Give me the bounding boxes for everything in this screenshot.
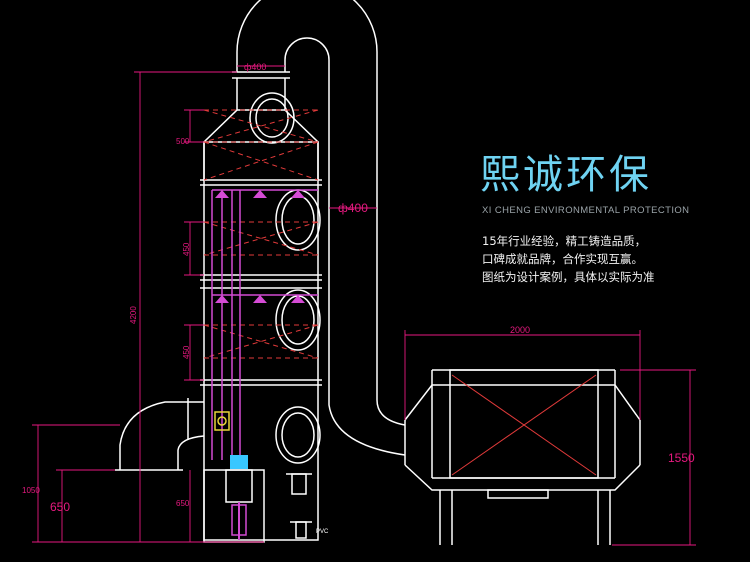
description-line-2: 口碑成就品牌，合作实现互赢。: [482, 252, 643, 266]
dim-duct-side-diameter: ф400: [338, 201, 368, 215]
description-line-3: 图纸为设计案例，具体以实际为准: [482, 270, 655, 284]
dim-duct-top-diameter: ф400: [244, 62, 266, 72]
dim-inlet-height: 650: [50, 500, 70, 514]
inspection-port-lower: [275, 406, 321, 464]
dim-base-height: 1050: [22, 486, 40, 495]
drain-fittings: [286, 473, 312, 539]
inspection-port-upper: [275, 189, 321, 251]
dim-section-mid1: 450: [182, 242, 191, 256]
inspection-ports: [249, 92, 321, 464]
packing-layers: [203, 109, 319, 359]
circulation-pump: [214, 411, 253, 540]
dim-total-height: 4200: [129, 306, 138, 324]
scrubber-tower: [200, 78, 322, 543]
spray-system: [211, 189, 318, 460]
dim-box-height: 1550: [668, 451, 695, 465]
inspection-port-top: [249, 92, 295, 144]
dimension-lines: [32, 65, 696, 546]
brand-title: 熙诚环保: [480, 152, 652, 198]
filter-housing: [404, 369, 641, 545]
description-line-1: 15年行业经验，精工铸造品质，: [482, 234, 647, 248]
dim-section-top: 500: [176, 137, 190, 146]
filter-housing-x: [451, 374, 597, 476]
dim-box-width: 2000: [510, 325, 530, 335]
brand-description: 15年行业经验，精工铸造品质， 口碑成就品牌，合作实现互赢。 图纸为设计案例，具…: [482, 232, 722, 286]
spray-nozzles: [215, 190, 305, 303]
brand-subtitle: XI CHENG ENVIRONMENTAL PROTECTION: [482, 205, 690, 216]
pipe-label: PVC: [316, 529, 329, 535]
dim-section-mid2: 450: [182, 345, 191, 359]
inlet-duct: [115, 398, 205, 471]
gooseneck-duct: [232, 0, 406, 456]
dim-sump-height: 650: [176, 499, 190, 508]
